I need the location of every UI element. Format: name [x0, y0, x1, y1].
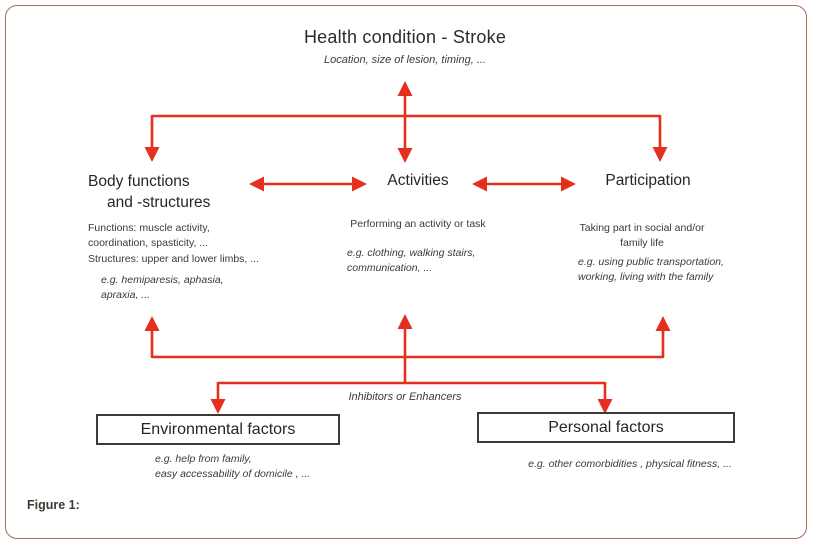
environmental-factors-example: e.g. help from family, easy accessabilit… — [155, 452, 310, 482]
participation-desc-line2: family life — [620, 236, 664, 249]
participation-description: Taking part in social and/or family life — [580, 221, 705, 250]
arrow-top-bar — [144, 114, 668, 162]
environmental-factors-label: Environmental factors — [140, 420, 296, 438]
body-functions-example-line1: e.g. hemiparesis, aphasia, — [101, 274, 224, 286]
body-functions-desc-line2: coordination, spasticity, ... — [88, 236, 209, 249]
health-condition-subtitle: Location, size of lesion, timing, ... — [323, 54, 487, 66]
body-functions-heading-line2: and -structures — [107, 194, 211, 211]
environmental-example-line2: easy accessability of domicile , ... — [155, 468, 311, 480]
activities-example-line2: communication, ... — [347, 262, 433, 274]
body-functions-desc-line1: Functions: muscle activity, — [88, 222, 210, 234]
activities-example: e.g. clothing, walking stairs, communica… — [347, 246, 475, 276]
arrow-bodyfunctions-activities — [249, 176, 367, 192]
body-functions-heading-line1: Body functions — [88, 173, 190, 190]
participation-example-line2: working, living with the family — [578, 271, 714, 283]
personal-factors-label: Personal factors — [548, 418, 664, 436]
activities-example-line1: e.g. clothing, walking stairs, — [347, 247, 476, 259]
health-condition-title: Health condition - Stroke — [303, 27, 507, 47]
personal-factors-box: Personal factors — [477, 412, 735, 443]
body-functions-description: Functions: muscle activity, coordination… — [88, 221, 259, 267]
environmental-factors-box: Environmental factors — [96, 414, 340, 445]
arrow-activities-participation — [472, 176, 576, 192]
body-functions-desc-line3: Structures: upper and lower limbs, ... — [88, 253, 259, 265]
arrow-health-activities — [397, 81, 413, 163]
participation-desc-line1: Taking part in social and/or — [579, 222, 705, 234]
activities-description: Performing an activity or task — [350, 218, 486, 230]
body-functions-heading: Body functions and -structures — [88, 171, 210, 213]
participation-example: e.g. using public transportation, workin… — [578, 255, 724, 285]
figure-caption: Figure 1: — [27, 498, 80, 512]
environmental-example-line1: e.g. help from family, — [155, 453, 252, 465]
inhibitors-enhancers-label: Inhibitors or Enhancers — [348, 391, 462, 403]
participation-heading: Participation — [605, 172, 691, 189]
participation-example-line1: e.g. using public transportation, — [578, 256, 724, 268]
body-functions-example-line2: apraxia, ... — [101, 289, 151, 301]
activities-heading: Activities — [387, 172, 449, 189]
arrow-bottom-bar-up — [144, 314, 671, 384]
body-functions-example: e.g. hemiparesis, aphasia, apraxia, ... — [101, 273, 224, 303]
personal-factors-example: e.g. other comorbidities , physical fitn… — [528, 458, 732, 470]
